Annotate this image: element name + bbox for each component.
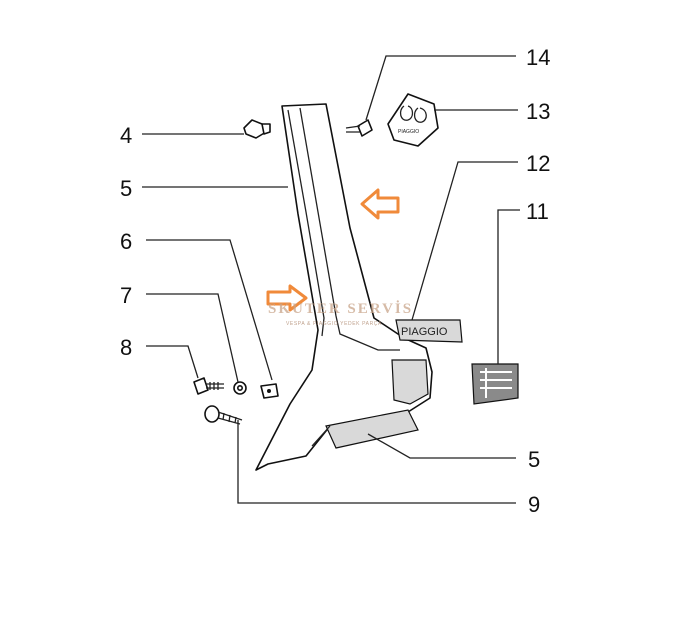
badge-text: PIAGGIO: [401, 326, 448, 338]
leader-9: [237, 420, 516, 504]
arrow-left-icon: [360, 188, 400, 220]
clip-nut-part-6: [260, 383, 279, 399]
callout-11: 11: [526, 199, 549, 224]
leader-11: [497, 209, 520, 364]
screw-part-14: [345, 119, 373, 137]
callout-5: 5: [120, 176, 132, 201]
leader-8: [146, 345, 199, 379]
arrow-right-icon: [266, 284, 308, 312]
callout-14: 14: [526, 45, 550, 70]
leader-14: [365, 55, 516, 121]
callout-8: 8: [120, 335, 132, 360]
watermark-title: SKUTER SERVİS: [268, 300, 413, 317]
callout-7: 7: [120, 283, 132, 308]
grille-part-11: [471, 363, 519, 405]
clip-part-4: [243, 119, 271, 139]
callout-4: 4: [120, 123, 132, 148]
piaggio-badge-part-12: PIAGGIO: [395, 319, 463, 343]
callout-5-lower: 5: [528, 447, 540, 472]
callout-6: 6: [120, 229, 132, 254]
callout-12: 12: [526, 151, 550, 176]
leader-lines: [142, 55, 520, 504]
emblem-text: PIAGGIO: [398, 129, 419, 135]
screw-part-9: [204, 405, 243, 425]
screw-part-8: [193, 377, 224, 395]
leg-shield-panel: [255, 103, 433, 471]
watermark-subtitle: VESPA & PIAGGIO YEDEK PARÇA: [286, 321, 382, 327]
callout-9: 9: [528, 492, 540, 517]
callout-13: 13: [526, 99, 550, 124]
leader-6: [146, 239, 273, 381]
leader-7: [146, 293, 239, 383]
piaggio-emblem-part-13: PIAGGIO: [387, 93, 439, 147]
washer-part-7: [233, 381, 247, 395]
leader-12: [411, 161, 518, 321]
leader-5b: [367, 433, 516, 459]
